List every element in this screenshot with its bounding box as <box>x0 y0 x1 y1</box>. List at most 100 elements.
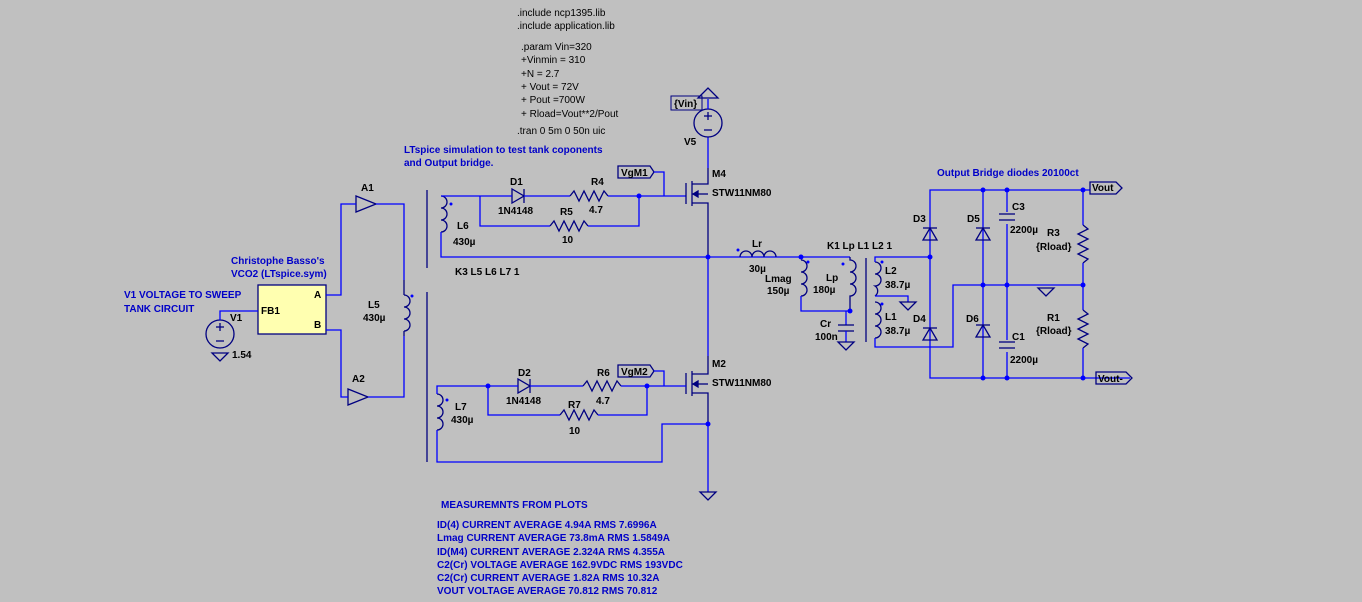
directive-tran[interactable]: .tran 0 5m 0 50n uic <box>517 126 605 137</box>
diode-d2[interactable]: D2 1N4148 <box>506 368 583 407</box>
inductor-l1[interactable]: L1 38.7µ <box>874 301 910 339</box>
v1-comment-2: TANK CIRCUIT <box>124 304 194 315</box>
inductor-lr[interactable]: Lr 30µ <box>736 239 777 275</box>
vco-fb1[interactable]: FB1 A B <box>257 284 327 335</box>
c1-value: 2200µ <box>1010 355 1038 366</box>
junction <box>1004 375 1010 381</box>
directive-include-1[interactable]: .include ncp1395.lib <box>517 8 606 19</box>
a1-label: A1 <box>361 183 374 194</box>
resistor-r5[interactable]: R5 10 <box>549 207 589 246</box>
buffer-a2[interactable]: A2 <box>347 374 370 406</box>
r5-value: 10 <box>562 235 574 246</box>
measurement-line: Lmag CURRENT AVERAGE 73.8mA RMS 1.5849A <box>437 533 670 544</box>
a2-label: A2 <box>352 374 365 385</box>
d2-label: D2 <box>518 368 531 379</box>
k1-directive[interactable]: K1 Lp L1 L2 1 <box>827 241 892 252</box>
diode-d3[interactable]: D3 <box>913 214 939 241</box>
spice-directives[interactable]: .include ncp1395.lib .include applicatio… <box>517 8 619 137</box>
l1-label: L1 <box>885 312 897 323</box>
d3-label: D3 <box>913 214 926 225</box>
junction <box>636 193 642 199</box>
lr-value: 30µ <box>749 264 766 275</box>
net-flag-vgm2[interactable]: VgM2 <box>617 364 655 378</box>
bridge-comment: Output Bridge diodes 20100ct <box>937 168 1079 179</box>
inductor-l7[interactable]: L7 430µ <box>436 393 474 431</box>
sim-comment-2: and Output bridge. <box>404 158 494 169</box>
r1-value: {Rload} <box>1036 326 1072 337</box>
r4-label: R4 <box>591 177 604 188</box>
directive-param-5[interactable]: + Pout =700W <box>521 95 585 106</box>
v5-label: V5 <box>684 137 697 148</box>
directive-param-6[interactable]: + Rload=Vout**2/Pout <box>521 109 619 120</box>
junction <box>927 254 933 260</box>
v5-source[interactable]: V5 <box>684 108 723 148</box>
c3-value: 2200µ <box>1010 225 1038 236</box>
d4-label: D4 <box>913 314 926 325</box>
l6-value: 430µ <box>453 237 476 248</box>
net-flag-vgm1[interactable]: VgM1 <box>617 165 655 179</box>
junction <box>1080 282 1086 288</box>
directive-param-4[interactable]: + Vout = 72V <box>521 82 579 93</box>
l6-label: L6 <box>457 221 469 232</box>
vco-comment-1: Christophe Basso's <box>231 256 325 267</box>
wire <box>436 423 708 463</box>
v1-source[interactable]: V1 1.54 <box>205 313 252 362</box>
net-flag-vout[interactable]: Vout <box>1089 181 1123 195</box>
diode-d1[interactable]: D1 1N4148 <box>498 177 570 217</box>
net-flag-vout-minus[interactable]: Vout- <box>1095 371 1133 385</box>
directive-param-3[interactable]: +N = 2.7 <box>521 69 560 80</box>
wire <box>487 386 560 416</box>
measurement-line: C2(Cr) VOLTAGE AVERAGE 162.9VDC RMS 193V… <box>437 560 683 571</box>
resistor-r6[interactable]: R6 4.7 <box>582 368 622 407</box>
wire <box>654 171 665 196</box>
junction <box>980 375 986 381</box>
inductor-l6[interactable]: L6 430µ <box>440 195 476 248</box>
mosfet-m2[interactable]: M2 STW11NM80 <box>685 356 772 424</box>
resistor-r4[interactable]: R4 4.7 <box>569 177 609 216</box>
r5-label: R5 <box>560 207 573 218</box>
junction <box>485 383 491 389</box>
capacitor-cr[interactable]: Cr 100n <box>815 311 856 351</box>
diode-d6[interactable]: D6 <box>966 314 992 338</box>
vout-minus-label: Vout- <box>1098 374 1123 385</box>
fb1-pin-a: A <box>314 290 321 301</box>
capacitor-c1[interactable]: C1 2200µ <box>998 332 1038 366</box>
directive-param-1[interactable]: .param Vin=320 <box>521 42 592 53</box>
buffer-a1[interactable]: A1 <box>355 183 378 213</box>
junction <box>644 383 650 389</box>
capacitor-c3[interactable]: C3 2200µ <box>998 202 1038 236</box>
lmag-value: 150µ <box>767 286 790 297</box>
junction <box>1004 187 1010 193</box>
resistor-r3[interactable]: R3 {Rload} <box>1036 224 1090 264</box>
net-flag-vin[interactable]: {Vin} <box>670 87 720 111</box>
cr-label: Cr <box>820 319 831 330</box>
k3-directive[interactable]: K3 L5 L6 L7 1 <box>455 267 520 278</box>
vgm1-label: VgM1 <box>621 168 648 179</box>
l2-value: 38.7µ <box>885 280 910 291</box>
r1-label: R1 <box>1047 313 1060 324</box>
resistor-r7[interactable]: R7 10 <box>559 400 599 437</box>
sim-comment-1: LTspice simulation to test tank coponent… <box>404 145 603 156</box>
r3-label: R3 <box>1047 228 1060 239</box>
measurements-list: ID(4) CURRENT AVERAGE 4.94A RMS 7.6996A … <box>437 520 683 597</box>
diode-d4[interactable]: D4 <box>913 314 939 341</box>
l5-value: 430µ <box>363 313 386 324</box>
lp-label: Lp <box>826 273 838 284</box>
inductor-lp[interactable]: Lp 180µ <box>813 257 857 311</box>
diode-d5[interactable]: D5 <box>967 214 992 241</box>
wire <box>326 203 356 296</box>
directive-param-2[interactable]: +Vinmin = 310 <box>521 55 586 66</box>
inductor-l2[interactable]: L2 38.7µ <box>872 260 910 297</box>
inductor-l5[interactable]: L5 430µ <box>363 280 414 336</box>
d6-label: D6 <box>966 314 979 325</box>
c3-label: C3 <box>1012 202 1025 213</box>
l1-value: 38.7µ <box>885 326 910 337</box>
resistor-r1[interactable]: R1 {Rload} <box>1036 309 1090 349</box>
mosfet-m4[interactable]: M4 STW11NM80 <box>685 168 772 257</box>
wire-vout-plus <box>929 189 1090 210</box>
inductor-lmag[interactable]: Lmag 150µ <box>765 259 810 297</box>
directive-include-2[interactable]: .include application.lib <box>517 21 615 32</box>
wire <box>326 329 348 398</box>
vout-label: Vout <box>1092 183 1114 194</box>
